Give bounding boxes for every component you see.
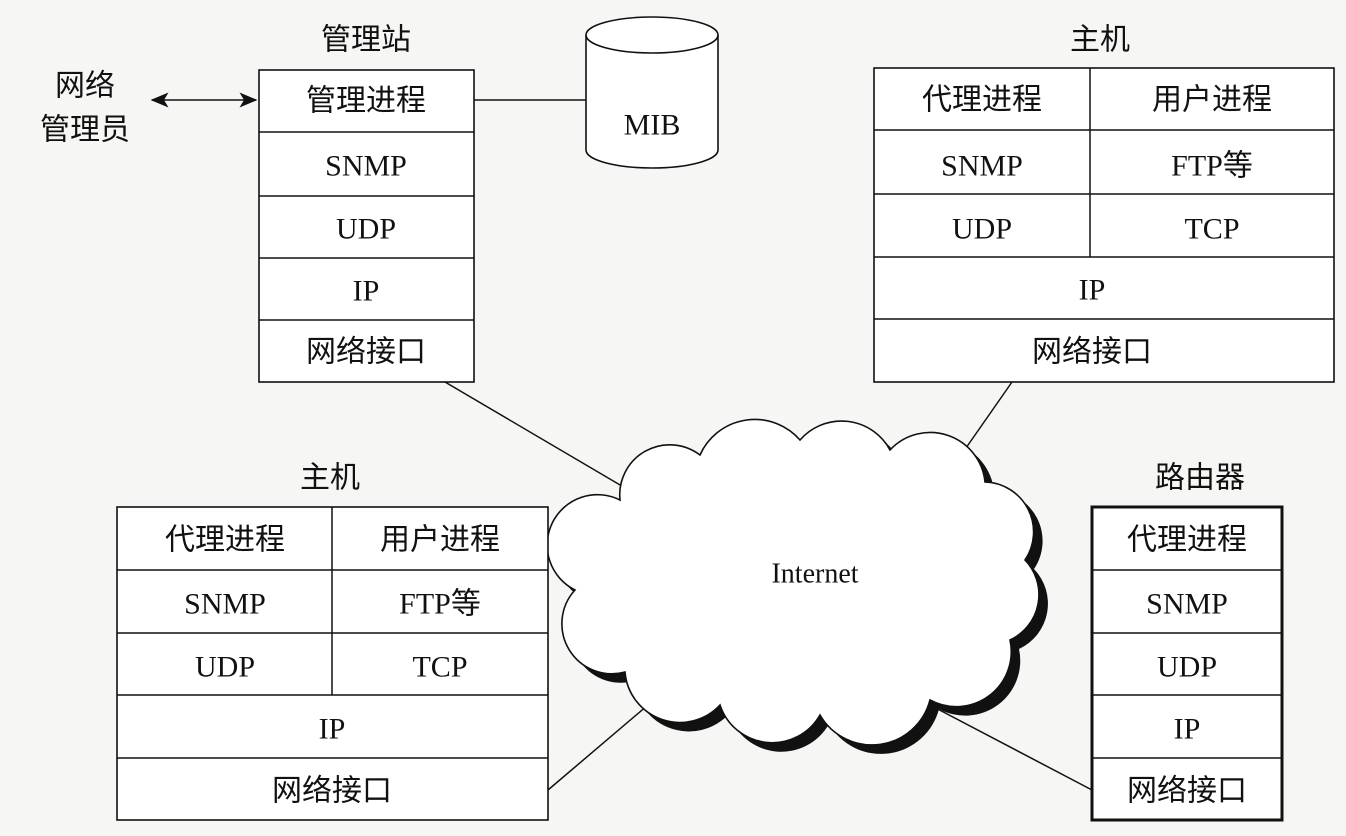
layer-ip: IP xyxy=(319,713,346,746)
layer-network-interface: 网络接口 xyxy=(306,335,426,370)
layer-udp: UDP xyxy=(952,213,1012,246)
network-admin-line2: 管理员 xyxy=(40,113,130,148)
layer-snmp: SNMP xyxy=(184,588,266,621)
layer-management-process: 管理进程 xyxy=(306,84,426,119)
layer-udp: UDP xyxy=(1157,651,1217,684)
network-admin-line1: 网络 xyxy=(55,69,115,104)
layer-snmp: SNMP xyxy=(325,150,407,183)
host-bottom-stack: 代理进程 SNMP UDP 用户进程 FTP等 TCP IP 网络接口 xyxy=(116,506,549,821)
router-stack: 代理进程 SNMP UDP IP 网络接口 xyxy=(1090,505,1284,822)
layer-udp: UDP xyxy=(195,651,255,684)
layer-ftp: FTP等 xyxy=(399,588,481,621)
station-link xyxy=(444,381,633,493)
layer-tcp: TCP xyxy=(412,651,467,684)
host-bottom-title: 主机 xyxy=(300,461,360,496)
router-title: 路由器 xyxy=(1155,461,1245,496)
router-link xyxy=(929,704,1093,791)
internet-cloud-icon: Internet xyxy=(546,418,1048,754)
layer-user-process: 用户进程 xyxy=(380,523,500,558)
layer-ip: IP xyxy=(353,275,380,308)
layer-snmp: SNMP xyxy=(1146,588,1228,621)
layer-tcp: TCP xyxy=(1184,213,1239,246)
internet-label: Internet xyxy=(771,559,858,590)
layer-agent-process: 代理进程 xyxy=(165,523,285,558)
management-station-stack: 管理进程 SNMP UDP IP 网络接口 xyxy=(258,69,475,383)
layer-agent-process: 代理进程 xyxy=(1127,523,1247,558)
mib-database-icon: MIB xyxy=(585,16,719,169)
layer-ip: IP xyxy=(1079,274,1106,307)
layer-agent-process: 代理进程 xyxy=(922,83,1042,118)
layer-ip: IP xyxy=(1174,713,1201,746)
layer-ftp: FTP等 xyxy=(1171,150,1253,183)
layer-snmp: SNMP xyxy=(941,150,1023,183)
management-station-title: 管理站 xyxy=(321,23,411,58)
host-top-stack: 代理进程 SNMP UDP 用户进程 FTP等 TCP IP 网络接口 xyxy=(873,67,1335,383)
host-top-title: 主机 xyxy=(1070,23,1130,58)
layer-network-interface: 网络接口 xyxy=(1032,335,1152,370)
layer-network-interface: 网络接口 xyxy=(272,774,392,809)
layer-udp: UDP xyxy=(336,213,396,246)
mib-label: MIB xyxy=(624,109,681,142)
layer-network-interface: 网络接口 xyxy=(1127,774,1247,809)
layer-user-process: 用户进程 xyxy=(1152,83,1272,118)
